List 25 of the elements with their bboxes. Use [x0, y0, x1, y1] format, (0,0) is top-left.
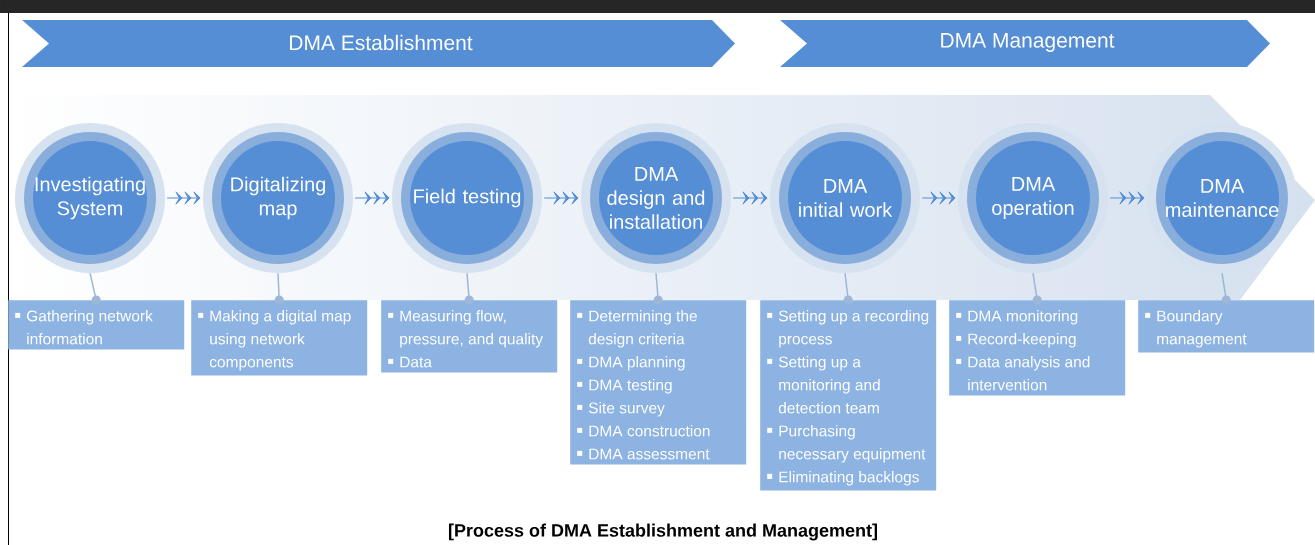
bullet-list-box: Boundary management: [1138, 295, 1315, 353]
caption: [Process of DMA Establishment and Management]: [449, 523, 877, 541]
chevron-arrow: [166, 191, 201, 205]
chevron-arrow: [921, 191, 956, 205]
node-label: DMA maintenance: [1166, 179, 1279, 217]
leader-line: [1221, 272, 1227, 297]
leader-line: [655, 272, 659, 297]
bullet-list-box: Determining the design criteria DMA planning DMA testing Site survey DMA construction DMA assessment: [570, 295, 747, 465]
bullet-list-box: DMA monitoring Record-keeping Data analysis and intervention: [949, 295, 1126, 396]
stage-banner: DMA Establishment: [22, 20, 735, 67]
leader-line: [1032, 272, 1038, 297]
bullet-list-box: Making a digital map using network components: [191, 295, 368, 376]
chevron-arrow: [732, 191, 768, 205]
stage-banner: DMA Management: [780, 20, 1270, 67]
leader-line: [466, 272, 470, 297]
chevron-arrow: [354, 191, 390, 205]
bullet-list-box: Gathering network information: [8, 295, 185, 350]
chevron-arrow: [543, 191, 579, 205]
leader-line: [844, 272, 849, 297]
bullet-list-box: Measuring flow, pressure, and quality Data: [381, 295, 558, 373]
chevron-arrow: [1109, 191, 1145, 205]
bullet-list-box: Setting up a recording process Setting up a monitoring and detection team Purchasing necessary equipment Eliminating backlogs: [760, 295, 937, 491]
leader-line: [277, 272, 280, 297]
node-label: DMA operation: [992, 177, 1074, 219]
leader-line: [89, 272, 97, 297]
